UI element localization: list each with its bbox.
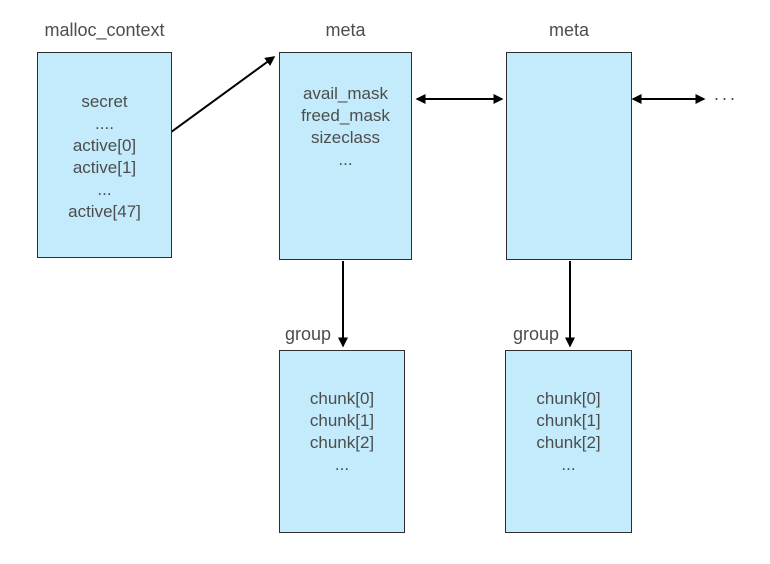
- meta-right-label: meta: [548, 20, 590, 40]
- group-right-line: chunk[2]: [536, 433, 601, 452]
- malloc-context-line: active[47]: [68, 202, 141, 221]
- group-left-line: chunk[1]: [309, 411, 375, 430]
- group-right-label: group: [513, 324, 560, 344]
- meta-left-line: freed_mask: [301, 106, 390, 125]
- malloc-context-line: ....: [95, 114, 114, 133]
- group-left-box: chunk[0] chunk[1] chunk[2] ...: [279, 350, 405, 533]
- meta-right-box: [506, 52, 632, 260]
- malloc-context-line: secret: [81, 92, 128, 111]
- meta-left-line: avail_mask: [302, 84, 389, 103]
- group-right-box: chunk[0] chunk[1] chunk[2] ...: [505, 350, 632, 533]
- malloc-context-line: ...: [97, 180, 112, 199]
- malloc-context-line: active[1]: [72, 158, 137, 177]
- meta-left-line: ...: [338, 150, 353, 169]
- meta-left-label: meta: [325, 20, 366, 40]
- group-left-line: ...: [334, 455, 350, 474]
- malloc-context-label: malloc_context: [44, 20, 165, 40]
- group-right-line: chunk[1]: [536, 411, 601, 430]
- malloc-context-line: active[0]: [72, 136, 137, 155]
- group-left-line: chunk[2]: [309, 433, 375, 452]
- malloc-context-box: secret .... active[0] active[1] ... acti…: [37, 52, 172, 258]
- meta-left-line: sizeclass: [311, 128, 380, 147]
- meta-left-box: avail_mask freed_mask sizeclass ...: [279, 52, 412, 260]
- group-right-line: chunk[0]: [536, 389, 601, 408]
- group-left-line: chunk[0]: [309, 389, 375, 408]
- group-right-line: ...: [561, 455, 576, 474]
- group-left-label: group: [285, 324, 332, 344]
- more-meta-ellipsis: ...: [714, 84, 739, 104]
